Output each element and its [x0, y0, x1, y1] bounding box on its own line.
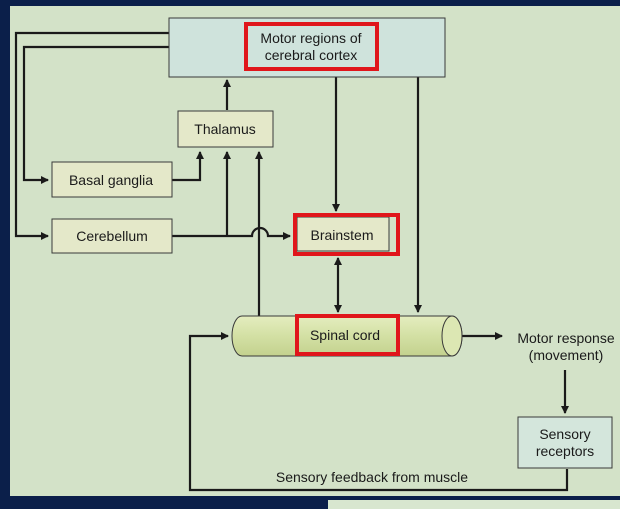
sensory-receptors-label-line1: Sensory: [539, 426, 590, 442]
spinal-cord-cylinder: [231, 315, 463, 357]
cerebellum-box: [51, 218, 173, 254]
basal-ganglia-box: [51, 161, 173, 198]
arrow-sensory-feedback: [188, 332, 569, 492]
arrow-cortex-to-basal-ganglia: [22, 45, 169, 184]
motor-response-label-line1: Motor response: [517, 330, 614, 346]
brainstem-highlight: [293, 213, 400, 256]
bottom-light-strip: [328, 500, 620, 509]
sensory-receptors-box: [517, 416, 613, 469]
arrow-cerebellum-to-brainstem: [172, 226, 291, 240]
thalamus-label: Thalamus: [194, 121, 255, 137]
thalamus-box: [177, 110, 274, 148]
spinal-cord-label: Spinal cord: [310, 327, 380, 343]
basal-ganglia-label: Basal ganglia: [69, 172, 153, 188]
connector-lines: [14, 31, 569, 492]
sensory-feedback-label: Sensory feedback from muscle: [276, 469, 468, 485]
arrow-cortex-to-cerebellum: [14, 31, 169, 240]
arrow-basal-ganglia-to-thalamus: [172, 151, 204, 182]
motor-cortex-label-line2: cerebral cortex: [265, 47, 358, 63]
sensory-receptors-label-line2: receptors: [536, 443, 594, 459]
brainstem-label: Brainstem: [310, 227, 373, 243]
cerebellum-label: Cerebellum: [76, 228, 148, 244]
motor-cortex-label-line1: Motor regions of: [260, 30, 361, 46]
motor-cortex-highlight: [244, 22, 379, 71]
spinal-cord-highlight: [295, 314, 400, 356]
motor-response-label-line2: (movement): [529, 347, 604, 363]
